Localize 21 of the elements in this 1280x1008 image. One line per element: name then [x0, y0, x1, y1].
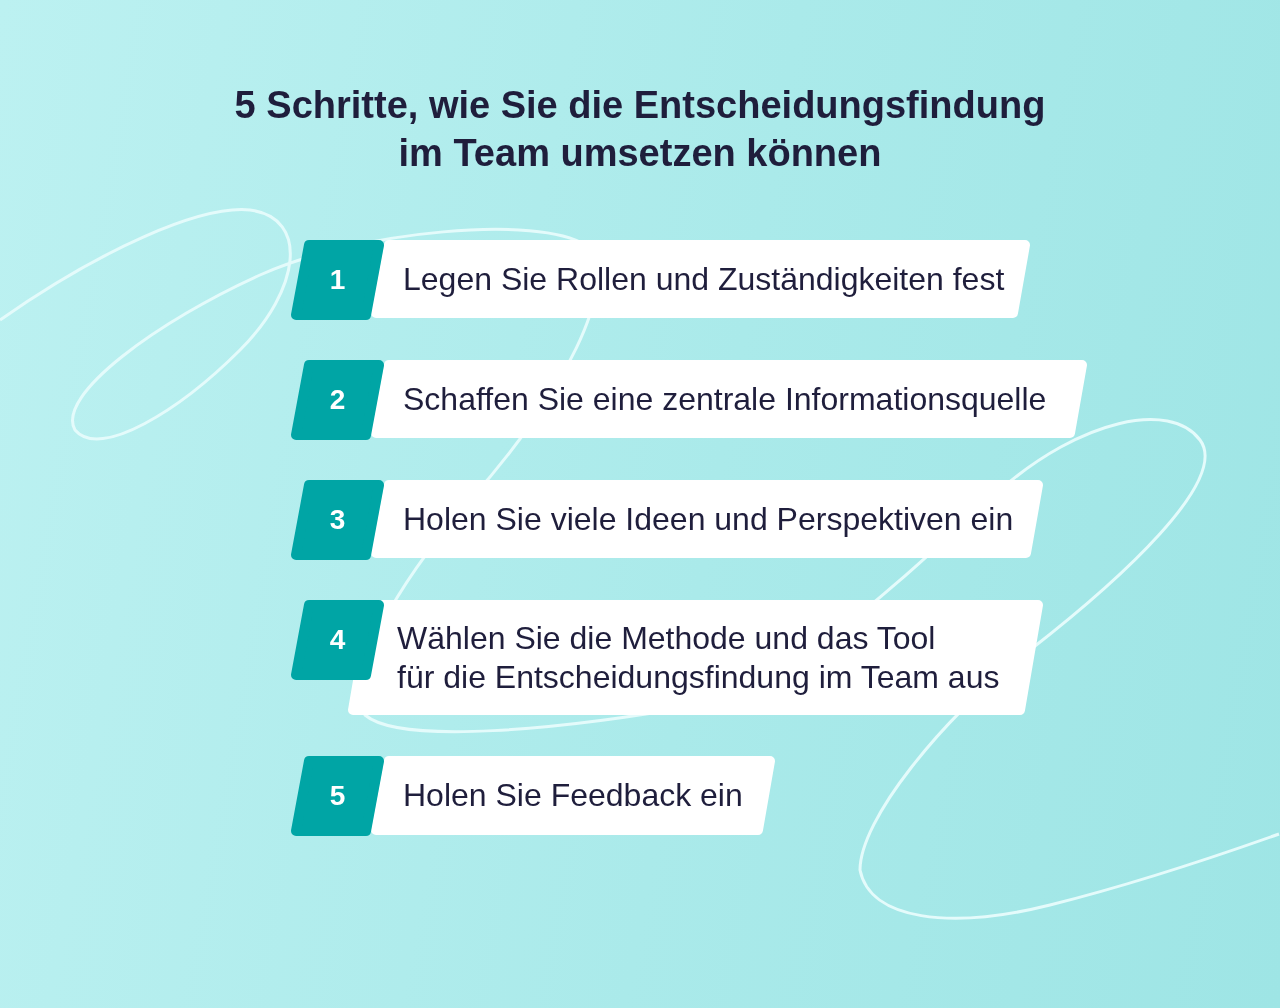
step-card — [371, 480, 1043, 558]
step-number: 1 — [329, 264, 346, 296]
step-number: 2 — [329, 384, 346, 416]
step-card — [371, 756, 775, 835]
step-text: Legen Sie Rollen und Zuständigkeiten fest — [403, 259, 1005, 299]
number-tag — [291, 480, 384, 560]
step-number: 4 — [329, 624, 346, 656]
step-card — [371, 360, 1087, 438]
step-card — [371, 240, 1030, 318]
step-text: Holen Sie Feedback ein — [403, 776, 743, 815]
step-text: Holen Sie viele Ideen und Perspektiven ein — [403, 499, 1014, 539]
step-card — [348, 600, 1043, 715]
number-tag — [291, 240, 384, 320]
number-tag — [291, 360, 384, 440]
title: 5 Schritte, wie Sie die Entscheidungsfindung im Team umsetzen können — [233, 83, 1047, 176]
step-text: Schaffen Sie eine zentrale Informationsquelle — [403, 379, 1047, 419]
number-tag — [291, 756, 384, 836]
number-tag — [291, 600, 384, 680]
step-text: Wählen Sie die Methode und das Tool für die Entscheidungsfindung im Team aus — [397, 618, 1000, 697]
step-number: 3 — [329, 504, 346, 536]
step-number: 5 — [329, 780, 346, 812]
